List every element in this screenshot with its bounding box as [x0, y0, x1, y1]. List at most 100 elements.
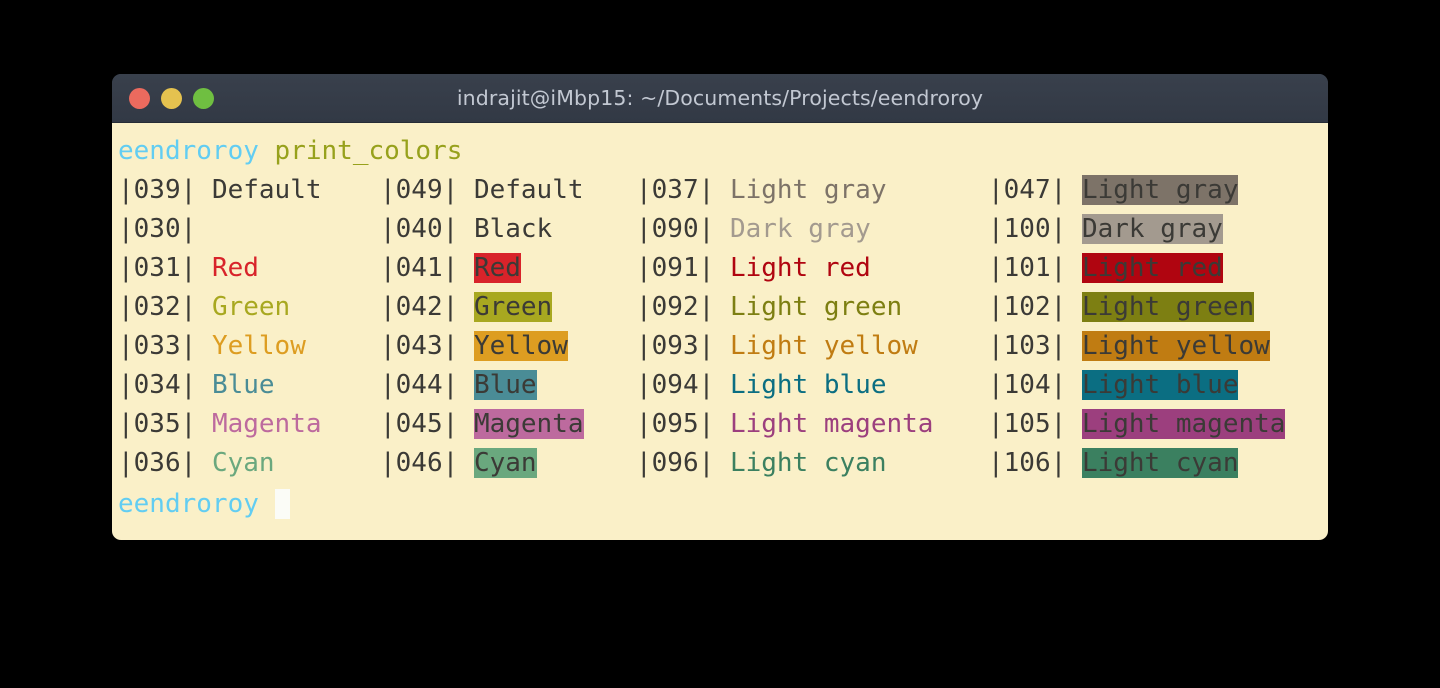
color-code: |040| [380, 214, 459, 244]
cell-gap [1066, 448, 1082, 478]
color-label: Light green [729, 292, 903, 322]
color-row: |034| Blue|044| Blue|094| Light blue|104… [112, 366, 1328, 405]
cell-gap [458, 214, 474, 244]
zoom-button[interactable] [193, 88, 214, 109]
color-cell: |042| Green [380, 288, 636, 327]
color-cell: |091| Light red [636, 249, 988, 288]
color-cell: |033| Yellow [118, 327, 380, 366]
color-cell: |093| Light yellow [636, 327, 988, 366]
traffic-light-group [129, 74, 214, 123]
color-label: Green [211, 292, 291, 322]
color-table: |039| Default|049| Default|037| Light gr… [112, 171, 1328, 483]
color-cell: |040| Black [380, 210, 636, 249]
color-row: |036| Cyan|046| Cyan|096| Light cyan|106… [112, 444, 1328, 483]
cell-gap [458, 448, 474, 478]
cell-gap [1066, 409, 1082, 439]
color-cell: |096| Light cyan [636, 444, 988, 483]
cell-gap [714, 448, 730, 478]
color-label: Yellow [473, 331, 568, 361]
prompt-line[interactable]: eendroroy [112, 485, 1328, 524]
color-code: |095| [636, 409, 715, 439]
command-space [259, 136, 275, 166]
color-code: |036| [118, 448, 197, 478]
color-cell: |047| Light gray [988, 171, 1288, 210]
color-cell: |100| Dark gray [988, 210, 1288, 249]
prompt-space [259, 489, 275, 519]
color-cell: |049| Default [380, 171, 636, 210]
cell-gap [458, 253, 474, 283]
color-cell: |045| Magenta [380, 405, 636, 444]
color-label: Blue [211, 370, 275, 400]
color-label: Light blue [1081, 370, 1239, 400]
color-label: Green [473, 292, 553, 322]
color-label: Blue [473, 370, 537, 400]
cell-gap [196, 175, 212, 205]
color-label: Light yellow [1081, 331, 1270, 361]
cell-gap [196, 409, 212, 439]
color-code: |030| [118, 214, 197, 244]
color-cell: |039| Default [118, 171, 380, 210]
color-code: |043| [380, 331, 459, 361]
color-code: |102| [988, 292, 1067, 322]
cell-gap [458, 370, 474, 400]
color-code: |046| [380, 448, 459, 478]
color-row: |031| Red|041| Red|091| Light red|101| L… [112, 249, 1328, 288]
command-text: print_colors [274, 136, 463, 166]
cell-gap [714, 370, 730, 400]
cell-gap [196, 292, 212, 322]
color-code: |104| [988, 370, 1067, 400]
color-label: Black [473, 214, 553, 244]
cell-gap [714, 409, 730, 439]
color-code: |041| [380, 253, 459, 283]
cell-gap [458, 175, 474, 205]
terminal-screen[interactable]: eendroroy print_colors |039| Default|049… [112, 123, 1328, 540]
cell-gap [1066, 292, 1082, 322]
cell-gap [196, 370, 212, 400]
color-code: |034| [118, 370, 197, 400]
color-label: Light red [1081, 253, 1223, 283]
color-cell: |030| [118, 210, 380, 249]
cell-gap [714, 175, 730, 205]
color-label: Yellow [211, 331, 306, 361]
color-cell: |034| Blue [118, 366, 380, 405]
color-cell: |032| Green [118, 288, 380, 327]
cell-gap [458, 292, 474, 322]
color-code: |094| [636, 370, 715, 400]
color-row: |033| Yellow|043| Yellow|093| Light yell… [112, 327, 1328, 366]
color-cell: |036| Cyan [118, 444, 380, 483]
color-cell: |092| Light green [636, 288, 988, 327]
close-button[interactable] [129, 88, 150, 109]
color-code: |103| [988, 331, 1067, 361]
color-code: |091| [636, 253, 715, 283]
color-cell: |104| Light blue [988, 366, 1288, 405]
color-cell: |102| Light green [988, 288, 1288, 327]
color-label: Light red [729, 253, 871, 283]
color-label: Dark gray [729, 214, 871, 244]
minimize-button[interactable] [161, 88, 182, 109]
color-code: |101| [988, 253, 1067, 283]
color-label: Cyan [211, 448, 275, 478]
color-label: Cyan [473, 448, 537, 478]
terminal-window: indrajit@iMbp15: ~/Documents/Projects/ee… [112, 74, 1328, 540]
color-code: |047| [988, 175, 1067, 205]
color-label: Light gray [729, 175, 887, 205]
cell-gap [458, 409, 474, 439]
cell-gap [1066, 214, 1082, 244]
cell-gap [196, 448, 212, 478]
color-code: |033| [118, 331, 197, 361]
color-cell: |037| Light gray [636, 171, 988, 210]
color-cell: |043| Yellow [380, 327, 636, 366]
cell-gap [458, 331, 474, 361]
cell-gap [1066, 175, 1082, 205]
cell-gap [196, 253, 212, 283]
color-code: |093| [636, 331, 715, 361]
title-bar[interactable]: indrajit@iMbp15: ~/Documents/Projects/ee… [112, 74, 1328, 123]
color-cell: |035| Magenta [118, 405, 380, 444]
color-cell: |046| Cyan [380, 444, 636, 483]
color-cell: |041| Red [380, 249, 636, 288]
color-code: |032| [118, 292, 197, 322]
color-cell: |095| Light magenta [636, 405, 988, 444]
color-label: Red [211, 253, 259, 283]
color-cell: |044| Blue [380, 366, 636, 405]
color-label: Light gray [1081, 175, 1239, 205]
